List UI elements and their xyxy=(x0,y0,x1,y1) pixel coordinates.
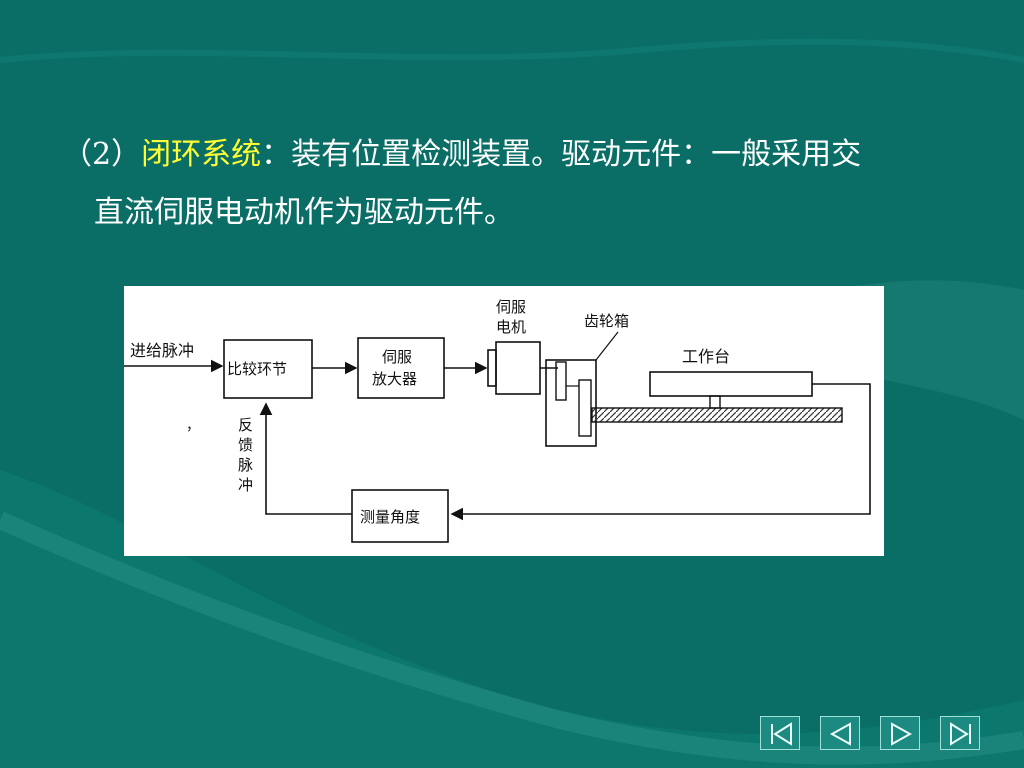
worktable-nut xyxy=(709,395,721,409)
paragraph-line-2: 直流伺服电动机作为驱动元件。 xyxy=(94,195,514,230)
gearbox-body xyxy=(545,359,597,447)
amplifier-label-2: 放大器 xyxy=(372,370,417,388)
first-icon xyxy=(771,722,792,746)
highlight-term: 闭环系统 xyxy=(141,137,262,172)
amplifier-label-1: 伺服 xyxy=(382,348,412,366)
previous-slide-button[interactable] xyxy=(820,716,860,750)
feedback-label-2: 馈 xyxy=(238,436,253,454)
feedback-path-right xyxy=(450,383,871,521)
gear-small xyxy=(555,361,567,401)
input-label: 进给脉冲 xyxy=(130,341,194,360)
gear-large xyxy=(578,379,592,437)
gearbox-leader-line xyxy=(595,331,619,361)
compare-block xyxy=(223,339,313,399)
item-number: （2） xyxy=(62,137,142,172)
last-slide-button[interactable] xyxy=(940,716,980,750)
next-icon xyxy=(891,722,913,746)
feedback-label-4: 冲 xyxy=(238,476,253,494)
next-slide-button[interactable] xyxy=(880,716,920,750)
measure-block xyxy=(351,489,449,543)
worktable-label: 工作台 xyxy=(682,347,730,366)
servo-motor-body xyxy=(495,341,541,395)
line1-text: ：装有位置检测装置。驱动元件：一般采用交 xyxy=(261,137,862,172)
gearbox-label: 齿轮箱 xyxy=(584,312,629,330)
amplifier-block xyxy=(357,337,445,399)
motor-flange xyxy=(487,349,497,387)
feedback-label-1: 反 xyxy=(238,416,253,434)
motor-label-1: 伺服 xyxy=(496,298,526,316)
compare-label: 比较环节 xyxy=(227,360,287,378)
stray-mark: ， xyxy=(186,418,200,434)
feedback-label-3: 脉 xyxy=(238,456,253,474)
closed-loop-diagram: 进给脉冲 比较环节 伺服 放大器 伺服 电机 齿轮箱 工作台 xyxy=(124,286,884,556)
first-slide-button[interactable] xyxy=(760,716,800,750)
diagram-svg: 进给脉冲 比较环节 伺服 放大器 伺服 电机 齿轮箱 工作台 xyxy=(124,298,871,543)
motor-label-2: 电机 xyxy=(496,318,526,336)
paragraph-line-1: （2）闭环系统：装有位置检测装置。驱动元件：一般采用交 xyxy=(62,126,972,184)
worktable xyxy=(649,371,813,397)
slide-paragraph: （2）闭环系统：装有位置检测装置。驱动元件：一般采用交 直流伺服电动机作为驱动元… xyxy=(62,126,972,242)
lead-screw xyxy=(591,407,843,423)
slide-navigation xyxy=(760,716,980,752)
last-icon xyxy=(950,722,971,746)
measure-label: 测量角度 xyxy=(360,508,420,526)
previous-icon xyxy=(829,722,851,746)
feedback-path-left xyxy=(259,402,352,515)
